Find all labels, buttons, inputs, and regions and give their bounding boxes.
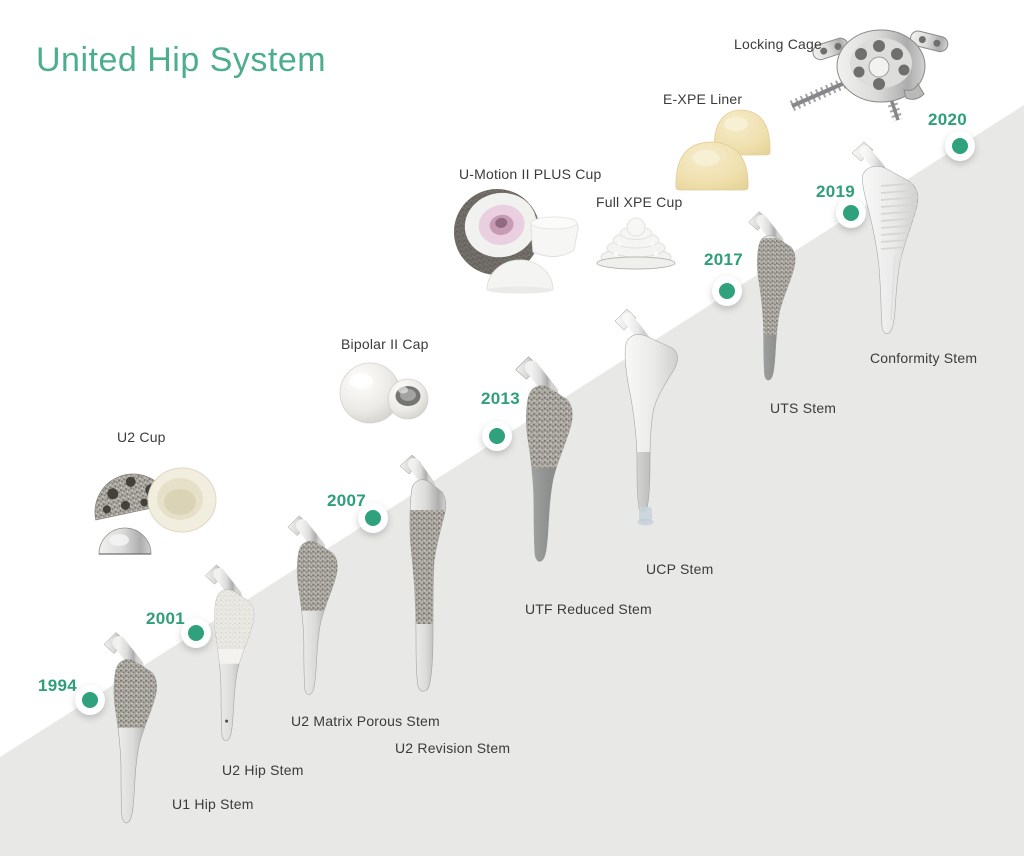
utf-reduced-stem-image xyxy=(515,356,573,562)
product-label-u2-hip-stem: U2 Hip Stem xyxy=(222,762,304,778)
product-label-ucp-stem: UCP Stem xyxy=(646,561,714,577)
u-motion-ii-plus-cup-image xyxy=(454,189,579,294)
year-label-2013: 2013 xyxy=(481,389,521,408)
u2-cup-image xyxy=(94,467,217,555)
product-label-locking-cage: Locking Cage xyxy=(734,36,823,52)
locking-cage-image xyxy=(789,29,949,122)
year-label-2001: 2001 xyxy=(146,609,186,628)
year-label-2020: 2020 xyxy=(928,110,968,129)
product-label-e-xpe-liner: E-XPE Liner xyxy=(663,91,743,107)
page-title: United Hip System xyxy=(36,41,327,79)
year-label-2019: 2019 xyxy=(816,182,856,201)
u2-hip-stem-image xyxy=(204,564,255,742)
bipolar-ii-cap-image xyxy=(339,362,429,424)
year-label-1994: 1994 xyxy=(38,676,78,695)
product-label-u2-matrix-porous-stem: U2 Matrix Porous Stem xyxy=(291,713,440,729)
product-label-u2-cup: U2 Cup xyxy=(117,429,166,445)
year-label-2007: 2007 xyxy=(327,491,367,510)
u2-revision-stem-image xyxy=(399,454,447,692)
product-label-conformity-stem: Conformity Stem xyxy=(870,350,978,366)
product-label-bipolar-ii-cap: Bipolar II Cap xyxy=(341,336,429,352)
timeline-dot-2017 xyxy=(712,276,742,306)
product-label-u2-revision-stem: U2 Revision Stem xyxy=(395,740,511,756)
u1-hip-stem-image xyxy=(103,632,157,824)
product-label-uts-stem: UTS Stem xyxy=(770,400,837,416)
full-xpe-cup-image xyxy=(596,217,676,270)
product-label-u1-hip-stem: U1 Hip Stem xyxy=(172,796,254,812)
uts-stem-image xyxy=(748,211,796,381)
year-label-2017: 2017 xyxy=(704,250,744,269)
e-xpe-liner-image xyxy=(675,109,771,191)
timeline-dot-2013 xyxy=(482,421,512,451)
ucp-stem-image xyxy=(614,308,678,526)
product-label-u-motion-ii-plus-cup: U-Motion II PLUS Cup xyxy=(459,166,602,182)
u2-matrix-porous-stem-image xyxy=(287,515,338,696)
timeline-dot-2007 xyxy=(358,503,388,533)
timeline-dot-2001 xyxy=(181,618,211,648)
timeline-dot-2020 xyxy=(945,131,975,161)
product-label-full-xpe-cup: Full XPE Cup xyxy=(596,194,683,210)
conformity-stem-image xyxy=(851,141,919,335)
timeline-dot-2019 xyxy=(836,198,866,228)
timeline-dot-1994 xyxy=(75,685,105,715)
product-label-utf-reduced-stem: UTF Reduced Stem xyxy=(525,601,652,617)
